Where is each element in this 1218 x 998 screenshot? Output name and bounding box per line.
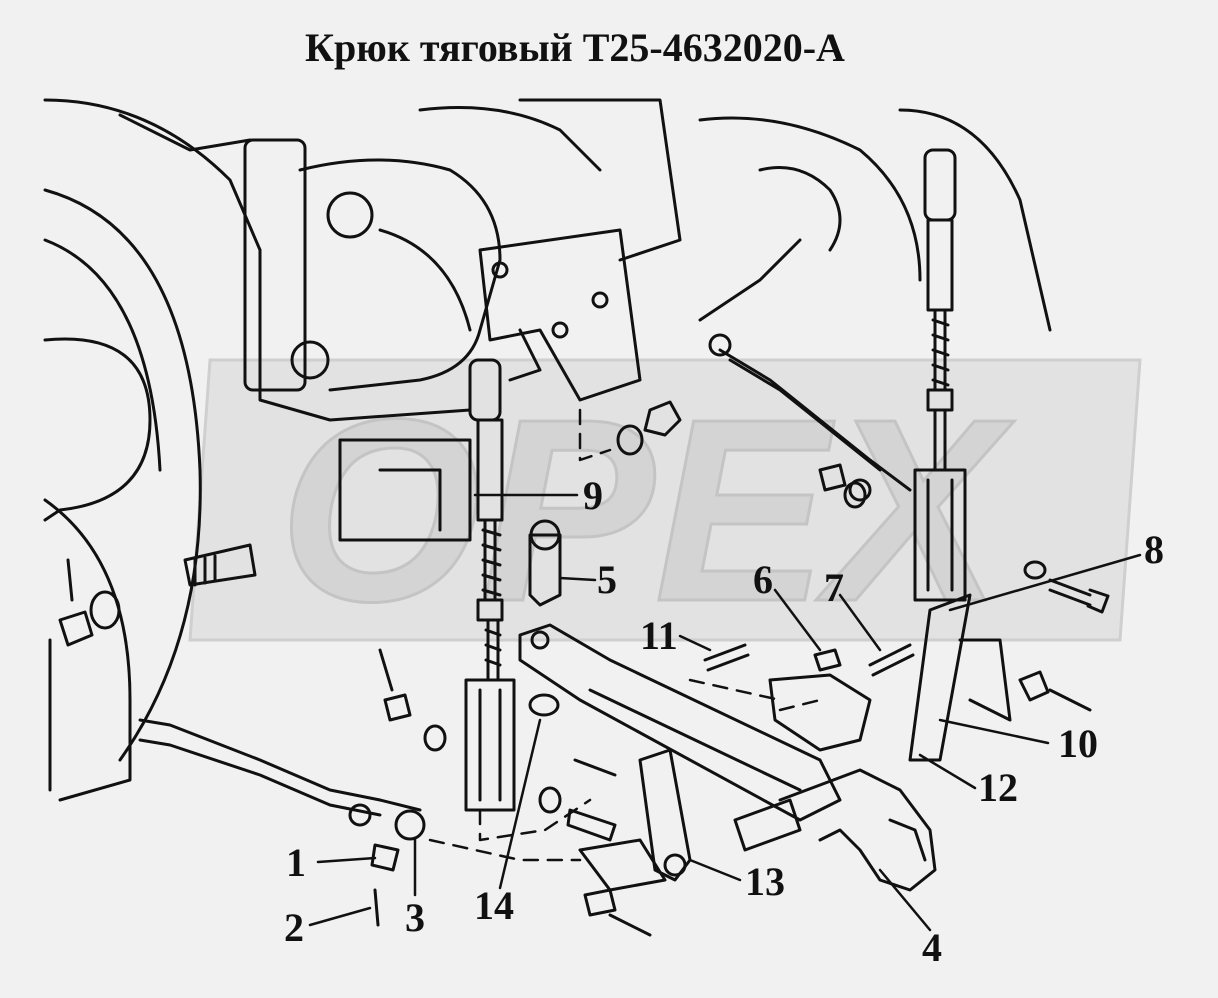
tractor-body [43, 98, 1052, 542]
svg-text:OPEX: OPEX [279, 366, 1015, 656]
callout-9: 9 [583, 473, 603, 518]
left-lift-rod [464, 358, 516, 812]
callout-1: 1 [286, 840, 306, 885]
callout-7: 7 [824, 565, 844, 610]
callout-4: 4 [922, 925, 942, 970]
callout-13: 13 [745, 859, 785, 904]
diagram-title: Крюк тяговый Т25-4632020-А [305, 25, 845, 70]
callout-11: 11 [640, 613, 678, 658]
watermark-logo: OPEX [188, 358, 1142, 658]
support-plate [768, 593, 1012, 762]
fasteners [58, 400, 1110, 937]
callout-5: 5 [597, 557, 617, 602]
callout-10: 10 [1058, 721, 1098, 766]
callout-3: 3 [405, 895, 425, 940]
drawbar [518, 623, 842, 822]
rear-wheel [43, 188, 202, 802]
leader-lines [308, 493, 1142, 932]
callout-6: 6 [753, 557, 773, 602]
diagonal-brace-rod [698, 238, 912, 502]
lower-bracket [578, 748, 692, 892]
tow-hook [733, 768, 937, 892]
stud-bolt [183, 543, 257, 587]
lower-left-link [138, 718, 426, 841]
callout-2: 2 [284, 905, 304, 950]
hitch-bracket [478, 228, 642, 402]
callout-12: 12 [978, 765, 1018, 810]
callout-8: 8 [1144, 527, 1164, 572]
callout-14: 14 [474, 883, 514, 928]
right-lift-rod [913, 148, 967, 602]
